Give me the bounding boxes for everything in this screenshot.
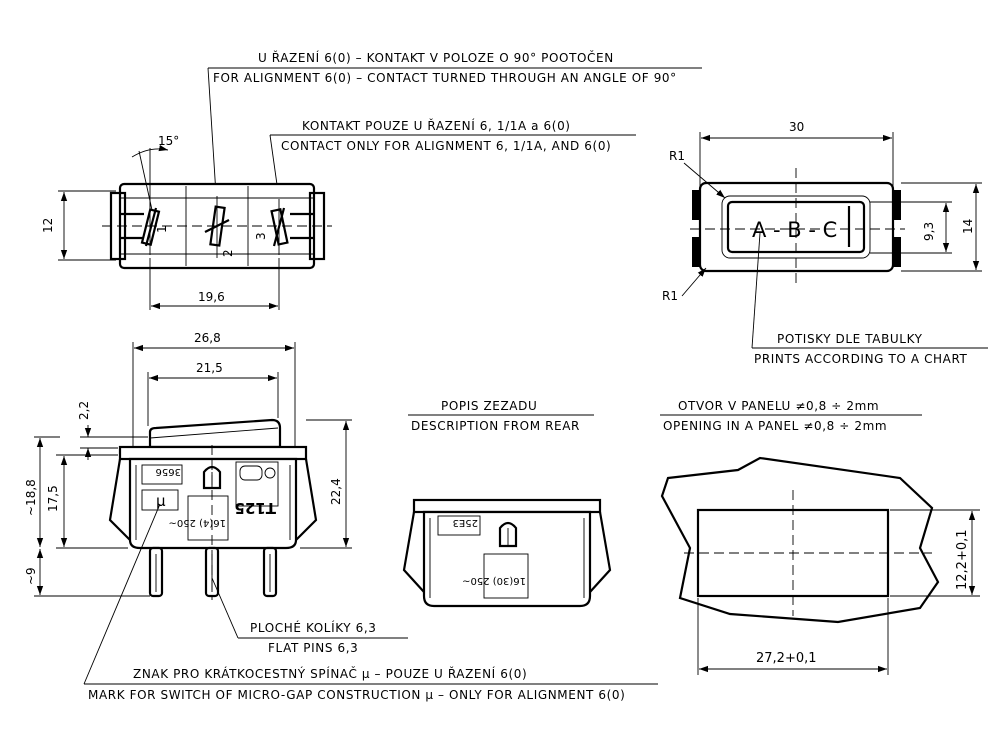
dim-top-height: 12 — [41, 218, 55, 233]
dim-top-width: 19,6 — [198, 290, 225, 304]
contact-label-2: 2 — [221, 249, 235, 257]
note-mark-en: MARK FOR SWITCH OF MICRO-GAP CONSTRUCTIO… — [88, 688, 625, 702]
note-micro-mark: ZNAK PRO KRÁTKOCESTNÝ SPÍNAČ µ – POUZE U… — [83, 503, 658, 702]
radius-top: R1 — [669, 149, 685, 163]
note-pins: PLOCHÉ KOLÍKY 6,3 FLAT PINS 6,3 — [211, 577, 408, 655]
side-rating: 16(4) 250~ — [168, 517, 226, 528]
dim-side-height: 22,4 — [329, 478, 343, 505]
rear-view: POPIS ZEZADU DESCRIPTION FROM REAR 25E3 … — [402, 399, 612, 608]
dim-front-inner-height: 9,3 — [922, 222, 936, 241]
dim-front-height: 14 — [961, 219, 975, 234]
contact-label-3: 3 — [254, 232, 268, 240]
panel-cutout: OTVOR V PANELU ≠0,8 ÷ 2mm OPENING IN A P… — [660, 399, 980, 675]
dim-cutout-width: 27,2+0,1 — [756, 651, 817, 666]
panel-outline — [660, 456, 940, 624]
dim-side-inner-width: 21,5 — [196, 361, 223, 375]
note-contact: KONTAKT POUZE U ŘAZENÍ 6, 1/1A a 6(0) CO… — [269, 118, 636, 221]
dim-side-rocker: 2,2 — [77, 401, 91, 420]
angle-label: 15° — [158, 134, 179, 148]
front-view: A - B - C 30 9,3 14 R1 R1 POTISKY DLE TA… — [662, 120, 988, 366]
side-view: 3656 µ 16(4) 250~ T125 26,8 21,5 2,2 17,… — [24, 331, 352, 600]
rear-code: 25E3 — [453, 517, 478, 528]
note-alignment-en: FOR ALIGNMENT 6(0) – CONTACT TURNED THRO… — [213, 71, 677, 85]
dim-front-width: 30 — [789, 120, 804, 134]
contact-label-1: 1 — [155, 225, 169, 233]
note-pins-en: FLAT PINS 6,3 — [268, 641, 358, 655]
note-prints-cz: POTISKY DLE TABULKY — [777, 332, 923, 346]
dim-side-outer-width: 26,8 — [194, 331, 221, 345]
note-mark-cz: ZNAK PRO KRÁTKOCESTNÝ SPÍNAČ µ – POUZE U… — [133, 666, 527, 681]
note-contact-en: CONTACT ONLY FOR ALIGNMENT 6, 1/1A, AND … — [281, 139, 611, 153]
dim-side-pins: ~9 — [24, 567, 38, 585]
dim-side-total: ~18,8 — [24, 479, 38, 516]
top-view: 1 2 3 15° 12 19,6 — [41, 134, 332, 310]
note-prints-en: PRINTS ACCORDING TO A CHART — [754, 352, 968, 366]
note-alignment-cz: U ŘAZENÍ 6(0) – KONTAKT V POLOZE O 90° P… — [258, 50, 614, 65]
radius-bottom: R1 — [662, 289, 678, 303]
dim-cutout-height: 12,2+0,1 — [955, 529, 970, 590]
note-rear-en: DESCRIPTION FROM REAR — [411, 419, 580, 433]
side-code: 3656 — [156, 466, 181, 477]
note-pins-cz: PLOCHÉ KOLÍKY 6,3 — [250, 620, 377, 635]
note-rear-cz: POPIS ZEZADU — [441, 399, 537, 413]
front-letters: A - B - C — [752, 218, 837, 242]
side-approval: T125 — [234, 499, 276, 517]
dim-side-body: 17,5 — [46, 485, 60, 512]
note-opening-en: OPENING IN A PANEL ≠0,8 ÷ 2mm — [663, 419, 887, 433]
note-contact-cz: KONTAKT POUZE U ŘAZENÍ 6, 1/1A a 6(0) — [302, 118, 571, 133]
note-opening-cz: OTVOR V PANELU ≠0,8 ÷ 2mm — [678, 399, 879, 413]
rear-rating: 16(30) 250~ — [462, 575, 526, 586]
side-micro-mark: µ — [156, 492, 166, 510]
